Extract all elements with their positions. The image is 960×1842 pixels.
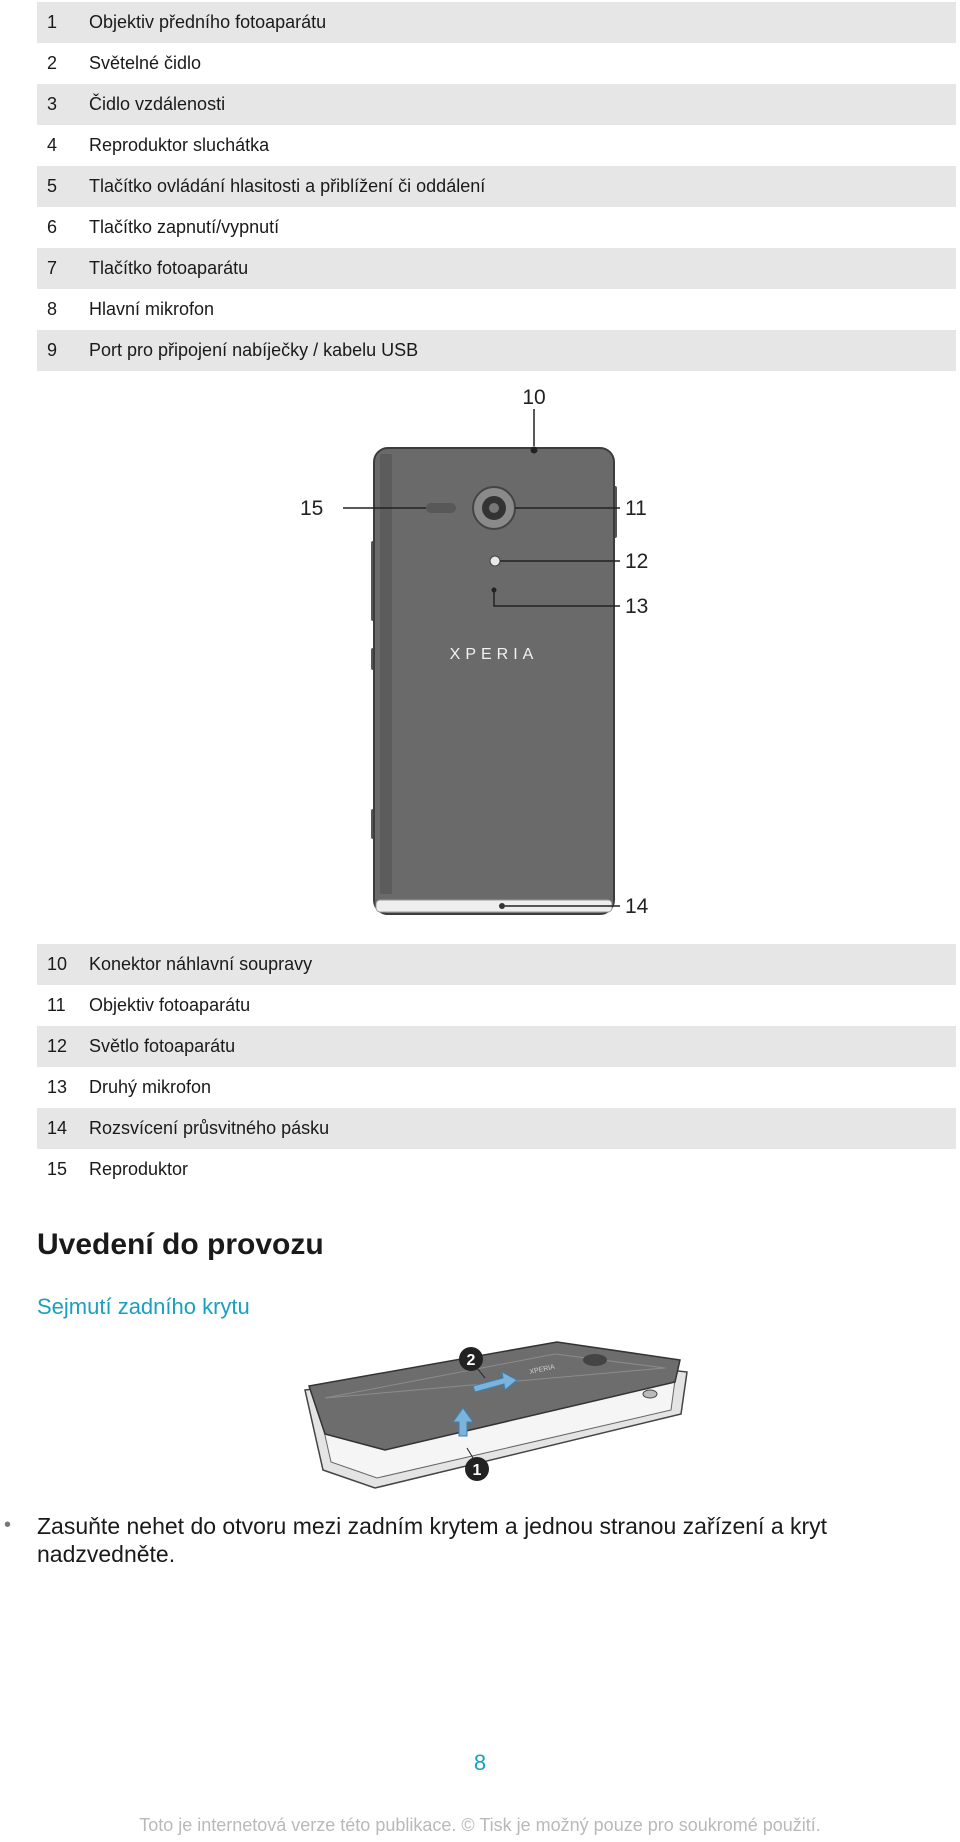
legend-number: 9 [47,340,58,360]
legend-row: 13 Druhý mikrofon [37,1067,956,1108]
legend-label: Druhý mikrofon [89,1077,212,1097]
strip-dot [499,903,505,909]
legend-label: Objektiv předního fotoaparátu [89,12,327,32]
legend-row: 3 Čidlo vzdálenosti [37,84,956,125]
legend-row: 7 Tlačítko fotoaparátu [37,248,956,289]
step-badge-2 [459,1347,483,1371]
callout-number: 10 [522,386,545,409]
step-number-1: 1 [473,1462,482,1479]
section-title: Uvedení do provozu [37,1228,324,1261]
callout-line-13 [493,590,620,607]
legend-number: 10 [47,954,68,974]
brand-logo: XPERIA [450,646,539,663]
legend-number: 11 [47,995,66,1015]
legend-label: Reproduktor sluchátka [89,135,270,155]
step-badge-1 [465,1457,489,1481]
legend-label: Tlačítko ovládání hlasitosti a přiblížen… [89,176,486,196]
cover-camera [583,1354,607,1366]
legend-row: 1 Objektiv předního fotoaparátu [37,2,956,43]
legend-number: 7 [47,258,58,278]
slide-arrow [472,1371,518,1393]
legend-row: 8 Hlavní mikrofon [37,289,956,330]
legend-label: Světelné čidlo [89,53,202,73]
subsection-title: Sejmutí zadního krytu [37,1294,250,1319]
legend-row: 2 Světelné čidlo [37,43,956,84]
back-cover [308,1341,681,1451]
side-port [642,1389,658,1399]
legend-label: Konektor náhlavní soupravy [89,954,313,974]
callout-line-2 [476,1367,486,1379]
legend-number: 2 [47,53,58,73]
cover-removal-illustration: XPERIA 2 1 [295,1338,695,1498]
legend-row: 14 Rozsvícení průsvitného pásku [37,1108,956,1149]
legend-label: Světlo fotoaparátu [89,1036,236,1056]
legend-row: 6 Tlačítko zapnutí/vypnutí [37,207,956,248]
legend-label: Rozsvícení průsvitného pásku [89,1118,330,1138]
phone-back-illustration: XPERIA 10 11 12 13 14 15 [300,384,720,924]
legend-label: Tlačítko fotoaparátu [89,258,249,278]
footer-notice: Toto je internetová verze této publikace… [139,1815,821,1835]
legend-number: 1 [47,12,58,32]
legend-number: 6 [47,217,58,237]
callout-number: 11 [625,497,647,520]
camera-lens-center [489,503,499,513]
headset-jack [530,446,538,454]
legend-row: 9 Port pro připojení nabíječky / kabelu U… [37,330,956,371]
lift-arrow [452,1407,474,1437]
legend-number: 15 [47,1159,68,1179]
callout-number: 14 [625,895,649,918]
legend-table-bottom: 10 Konektor náhlavní soupravy 11 Objektiv … [37,944,956,1190]
page-number: 8 [473,1750,487,1775]
legend-table-top: 1 Objektiv předního fotoaparátu 2 Světelné… [37,2,956,371]
legend-number: 13 [47,1077,68,1097]
step-number-2: 2 [467,1352,476,1369]
legend-row: 4 Reproduktor sluchátka [37,125,956,166]
legend-row: 10 Konektor náhlavní soupravy [37,944,956,985]
legend-number: 5 [47,176,58,196]
legend-label: Tlačítko zapnutí/vypnutí [89,217,280,237]
callout-number: 15 [300,497,323,520]
legend-label: Reproduktor [89,1159,189,1179]
legend-number: 4 [47,135,58,155]
camera-flash [489,555,501,567]
legend-row: 12 Světlo fotoaparátu [37,1026,956,1067]
legend-label: Čidlo vzdálenosti [89,94,226,114]
callout-number: 12 [625,550,648,573]
legend-number: 12 [47,1036,68,1056]
legend-row: 5 Tlačítko ovládání hlasitosti a přiblíže… [37,166,956,207]
callout-line-1 [466,1447,474,1459]
cover-removal-svg: XPERIA 2 1 [304,1341,688,1489]
bullet-text: Zasuňte nehet do otvoru mezi zadním kryt… [37,1513,828,1567]
legend-number: 8 [47,299,58,319]
phone-edge-shade [380,454,392,894]
legend-number: 14 [47,1118,68,1138]
instruction-bullet: • Zasuňte nehet do otvoru mezi zadním kr… [0,1512,960,1568]
legend-number: 3 [47,94,58,114]
legend-row: 11 Objektiv fotoaparátu [37,985,956,1026]
callout-number: 13 [625,595,648,618]
legend-label: Port pro připojení nabíječky / kabelu US… [89,340,419,360]
phone-back-svg: XPERIA 10 11 12 13 14 15 [300,386,649,918]
phone-body [373,447,615,915]
bullet-marker: • [4,1514,12,1536]
legend-label: Hlavní mikrofon [89,299,215,319]
speaker-grille [426,503,456,513]
legend-row: 15 Reproduktor [37,1149,956,1190]
legend-label: Objektiv fotoaparátu [89,995,251,1015]
